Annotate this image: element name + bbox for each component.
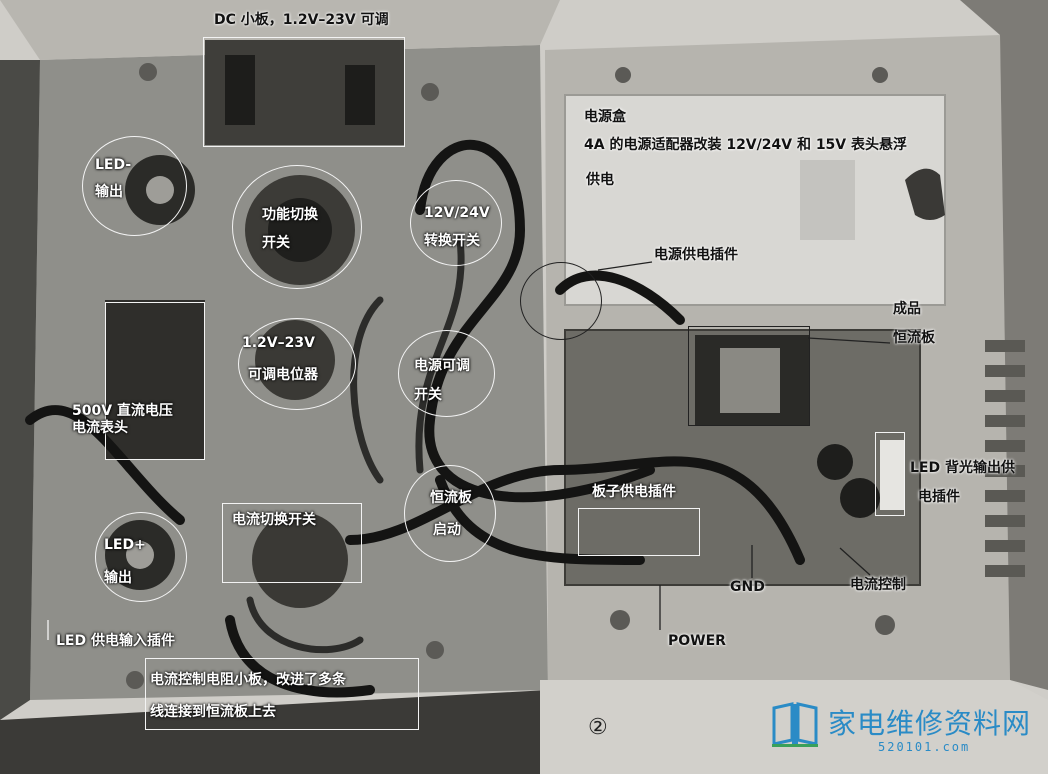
outline-12v24v-switch (410, 180, 502, 266)
outline-cc-start (404, 465, 496, 562)
label-meter-1: 500V 直流电压 (72, 403, 173, 419)
outline-board-power-plug (578, 508, 700, 556)
label-power: POWER (668, 633, 726, 649)
watermark-text: 家电维修资料网 (828, 707, 1032, 740)
label-backlight-plug-2: 电插件 (918, 489, 960, 505)
label-finished-cc-board-1: 成品 (893, 301, 921, 317)
label-cc-start-2: 启动 (433, 522, 461, 538)
label-power-box: 电源盒 (584, 109, 626, 125)
label-led-input-plug: LED 供电输入插件 (56, 633, 175, 649)
watermark: 家电维修资料网 520101.com (770, 700, 1040, 760)
label-led-minus-2: 输出 (95, 184, 123, 200)
label-pot-1: 1.2V–23V (242, 335, 315, 351)
label-cc-start-1: 恒流板 (430, 490, 472, 506)
label-function-switch-1: 功能切换 (262, 207, 318, 223)
outline-dc-board (203, 37, 405, 147)
outline-backlight-plug (875, 432, 905, 516)
outline-led-minus (82, 136, 187, 236)
label-dc-board: DC 小板，1.2V–23V 可调 (214, 12, 389, 28)
label-current-control: 电流控制 (850, 577, 906, 593)
label-function-switch-2: 开关 (262, 235, 290, 251)
label-resistor-board-1: 电流控制电阻小板，改进了多条 (150, 672, 346, 688)
book-logo-icon (772, 702, 818, 747)
label-meter-2: 电流表头 (72, 420, 128, 436)
outline-led-plus (95, 512, 187, 602)
outline-function-switch (232, 165, 362, 289)
watermark-url: 520101.com (878, 740, 971, 754)
label-12v24v-2: 转换开关 (424, 233, 480, 249)
outline-power-plug (520, 262, 602, 340)
outline-potentiometer (238, 318, 356, 410)
label-led-plus-2: 输出 (104, 570, 132, 586)
label-power-box-desc-1: 4A 的电源适配器改装 12V/24V 和 15V 表头悬浮 (584, 137, 908, 153)
label-power-adjust-1: 电源可调 (414, 358, 470, 374)
label-power-adjust-2: 开关 (414, 387, 442, 403)
outline-cc-board-transformer (688, 326, 810, 426)
label-pot-2: 可调电位器 (248, 367, 318, 383)
label-resistor-board-2: 线连接到恒流板上去 (150, 704, 276, 720)
label-backlight-plug-1: LED 背光输出供 (910, 460, 1015, 476)
label-gnd: GND (730, 579, 765, 595)
outline-resistor-board (145, 658, 419, 730)
label-led-plus-1: LED+ (104, 537, 146, 553)
label-12v24v-1: 12V/24V (424, 205, 490, 221)
outline-power-adjust-switch (398, 330, 495, 417)
label-finished-cc-board-2: 恒流板 (893, 330, 935, 346)
label-board-power-plug: 板子供电插件 (592, 484, 676, 500)
outline-meter (105, 302, 205, 460)
label-current-switch: 电流切换开关 (232, 512, 316, 528)
label-led-minus-1: LED- (95, 157, 132, 173)
figure-number: ② (588, 715, 608, 740)
outline-current-switch (222, 503, 362, 583)
label-power-box-desc-2: 供电 (586, 172, 614, 188)
label-power-supply-plug: 电源供电插件 (654, 247, 738, 263)
